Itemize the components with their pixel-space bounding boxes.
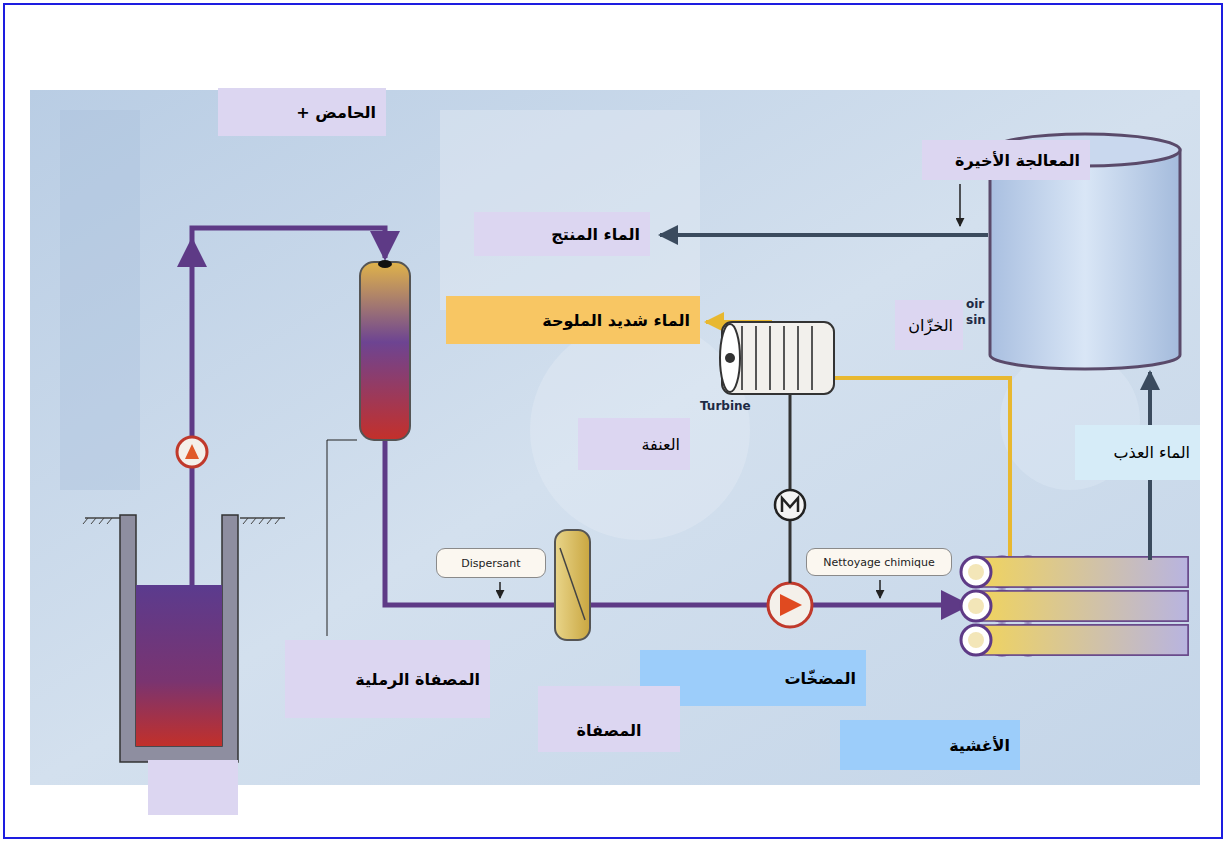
pipe <box>590 603 768 608</box>
injection-arrow <box>959 184 961 226</box>
membrane-tubes <box>961 625 991 655</box>
empty-box <box>148 760 238 815</box>
membrane-tubes <box>976 591 1188 621</box>
part-label: الخزّان <box>895 300 963 350</box>
motor-symbol <box>775 490 805 520</box>
injection-arrow <box>499 582 501 598</box>
part-label: العنفة <box>578 418 690 470</box>
pump-symbol <box>185 444 199 459</box>
sand-filter <box>360 262 410 440</box>
storage-tank <box>990 150 1180 369</box>
pump-symbol <box>768 583 812 627</box>
label-text: الماء العذب <box>1113 443 1190 462</box>
label-text: المعالجة الأخيرة <box>955 151 1080 170</box>
membrane-tubes <box>968 598 984 614</box>
photo-background <box>440 110 700 310</box>
product-line <box>660 233 988 237</box>
label-text: الخزّان <box>908 316 953 335</box>
illustration-text: Turbine <box>700 399 751 413</box>
photo-background <box>530 320 750 540</box>
label-text: Nettoyage chimique <box>823 556 934 569</box>
membrane-tube <box>961 591 1188 621</box>
photo-background <box>30 90 1200 785</box>
cartridge-filter <box>555 530 590 640</box>
turbine <box>742 326 812 390</box>
frame <box>4 4 1222 838</box>
pump-symbol <box>780 594 802 616</box>
turbine <box>725 353 735 363</box>
membrane-tubes <box>968 564 984 580</box>
injection-tag: Dispersant <box>436 548 546 578</box>
pipe <box>190 240 195 585</box>
illustration-text: sin <box>966 313 986 327</box>
membrane-tubes <box>961 557 991 587</box>
empty-box <box>148 760 238 815</box>
output-label: الماء المنتج <box>474 212 650 256</box>
illustration-text: oir <box>966 297 984 311</box>
sand-filter <box>360 260 410 440</box>
membrane-tube <box>961 557 1188 587</box>
label-text: العنفة <box>641 435 680 454</box>
label-text: + الحامض <box>296 103 376 122</box>
label-text: المضخّات <box>784 669 856 688</box>
product-line <box>660 235 988 236</box>
brine-line <box>706 320 1010 558</box>
label-text: الأغشية <box>949 736 1010 755</box>
leader-line <box>327 440 357 636</box>
membrane-tubes <box>961 557 1188 655</box>
sump-tank <box>136 585 222 746</box>
label-text: Dispersant <box>461 557 520 570</box>
injection-tag: Nettoyage chimique <box>806 548 952 576</box>
membrane-tubes <box>968 632 984 648</box>
photo-background <box>60 110 140 490</box>
part-label: المصفاة <box>538 686 680 752</box>
part-label: الأغشية <box>840 720 1020 770</box>
motor-symbol <box>782 498 798 512</box>
pump-symbol <box>177 437 207 467</box>
membrane-tubes <box>976 625 1188 655</box>
sump-tank <box>120 515 238 762</box>
turbine <box>720 322 834 394</box>
process-label: المعالجة الأخيرة <box>922 140 1090 180</box>
output-label: الماء العذب <box>1075 425 1200 480</box>
label-text: الماء المنتج <box>551 225 640 244</box>
motor-symbol <box>775 395 805 583</box>
photo-background <box>30 90 1200 785</box>
membrane-tubes <box>961 591 991 621</box>
cartridge-filter <box>560 548 585 620</box>
membrane-tubes <box>976 557 1188 587</box>
cartridge-filter <box>555 530 590 640</box>
part-label: المصفاة الرملية <box>285 640 490 718</box>
sand-filter <box>378 260 392 268</box>
pipe <box>192 228 385 258</box>
brine-line <box>835 378 1010 558</box>
membrane-tube <box>961 625 1188 655</box>
label-text: الماء شديد الملوحة <box>542 311 690 330</box>
label-text: المصفاة الرملية <box>355 670 480 689</box>
pump-symbol <box>177 437 812 627</box>
brine-label: الماء شديد الملوحة <box>446 296 700 344</box>
turbine <box>720 324 740 392</box>
label-text: المصفاة <box>577 721 642 740</box>
sump-tank <box>83 515 285 762</box>
process-label: + الحامض <box>218 88 386 136</box>
injection-arrow <box>879 580 881 598</box>
pipe <box>812 603 968 608</box>
pipe <box>385 440 555 605</box>
leader-line <box>327 440 357 636</box>
sump-tank <box>83 518 280 524</box>
frame <box>4 4 1222 838</box>
